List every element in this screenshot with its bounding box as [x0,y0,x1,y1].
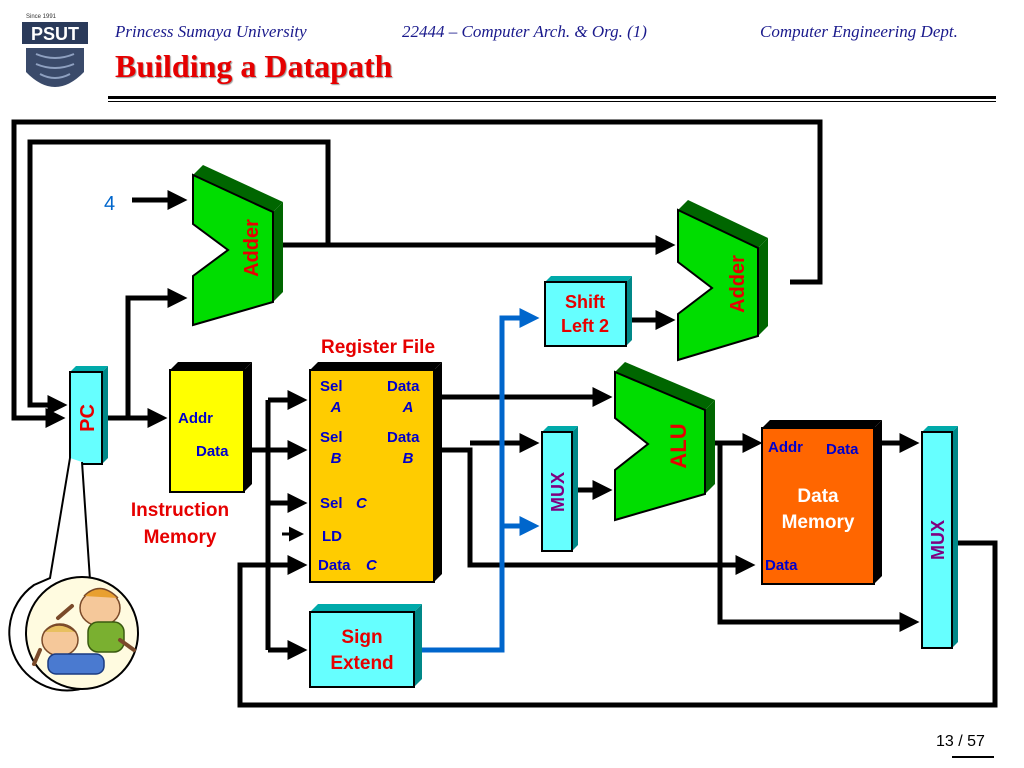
dmem-addr-label: Addr [768,439,803,456]
regfile-sel-c: Sel [320,495,343,512]
title-rule-thin [108,101,996,102]
pc-label: PC [77,404,99,432]
adder-1-label: Adder [241,219,263,277]
mux-1: MUX [541,426,578,552]
regfile-sel-a: Sel [320,378,343,395]
shift-left-2: Shift Left 2 [544,276,632,347]
page-number: 13 / 57 [936,733,985,750]
regfile-data-a-letter: A [402,399,414,416]
header-department: Computer Engineering Dept. [760,22,958,41]
data-memory: Addr Data Data Memory Data [761,420,882,585]
wires [11,119,998,708]
sign-extend-wires [414,308,540,653]
adder-2-label: Adder [727,255,749,313]
pc-register: PC [69,366,108,465]
logo-name: PSUT [31,24,79,44]
wire-pc-plus-4-loop [27,139,331,415]
wire-branch-loop [11,119,823,428]
wire-writeback [237,540,998,708]
sign-extend-label-1: Sign [341,627,382,648]
regfile-ld: LD [322,528,342,545]
constant-four: 4 [104,193,115,215]
psut-logo: Since 1991 PSUT [22,14,88,87]
wire-alu-to-mux2 [717,443,920,632]
page-number-underline [952,756,994,758]
mux-1-label: MUX [548,472,568,512]
fighting-kids-illustration [32,587,136,675]
imem-addr-label: Addr [178,410,213,427]
shift-label-2: Left 2 [561,316,609,336]
regfile-sel-b: Sel [320,429,343,446]
logo-since-text: Since 1991 [26,14,57,20]
title-rule [108,96,996,99]
wire-sign-extend-out [414,308,540,653]
sign-extend-label-2: Extend [330,653,393,674]
dmem-data-out-label: Data [826,441,859,458]
wire-data-b-to-mux [442,447,756,575]
wire-pc-to-adder [102,288,188,421]
dmem-title-2: Memory [782,512,855,533]
regfile-data-c-letter: C [366,557,378,574]
instruction-memory: Addr Data [169,362,252,493]
mux-2: MUX [921,426,958,649]
slide-title: Building a Datapath [115,48,393,84]
regfile-data-b-letter: B [403,450,414,467]
alu: ALU [614,362,715,522]
header-university: Princess Sumaya University [115,22,307,41]
regfile-data-c: Data [318,557,351,574]
regfile-sel-b-letter: B [331,450,342,467]
adder-2: Adder [677,200,768,362]
sign-extend: Sign Extend [309,604,422,688]
register-file-title: Register File [321,337,435,358]
regfile-sel-a-letter: A [330,399,342,416]
imem-title-2: Memory [144,527,217,548]
imem-data-label: Data [196,443,229,460]
register-file: Sel A Data A Sel B Data B Sel C LD Data … [309,362,442,583]
mux-2-label: MUX [928,520,948,560]
imem-title-1: Instruction [131,500,229,521]
regfile-data-a: Data [387,378,420,395]
regfile-data-b: Data [387,429,420,446]
alu-label: ALU [666,423,691,468]
header-course: 22444 – Computer Arch. & Org. (1) [402,22,647,41]
adder-1: Adder [192,165,283,327]
regfile-sel-c-letter: C [356,495,368,512]
cartoon-callout [8,457,139,692]
dmem-data-in-label: Data [765,557,798,574]
shift-label-1: Shift [565,292,605,312]
dmem-title-1: Data [797,486,839,507]
